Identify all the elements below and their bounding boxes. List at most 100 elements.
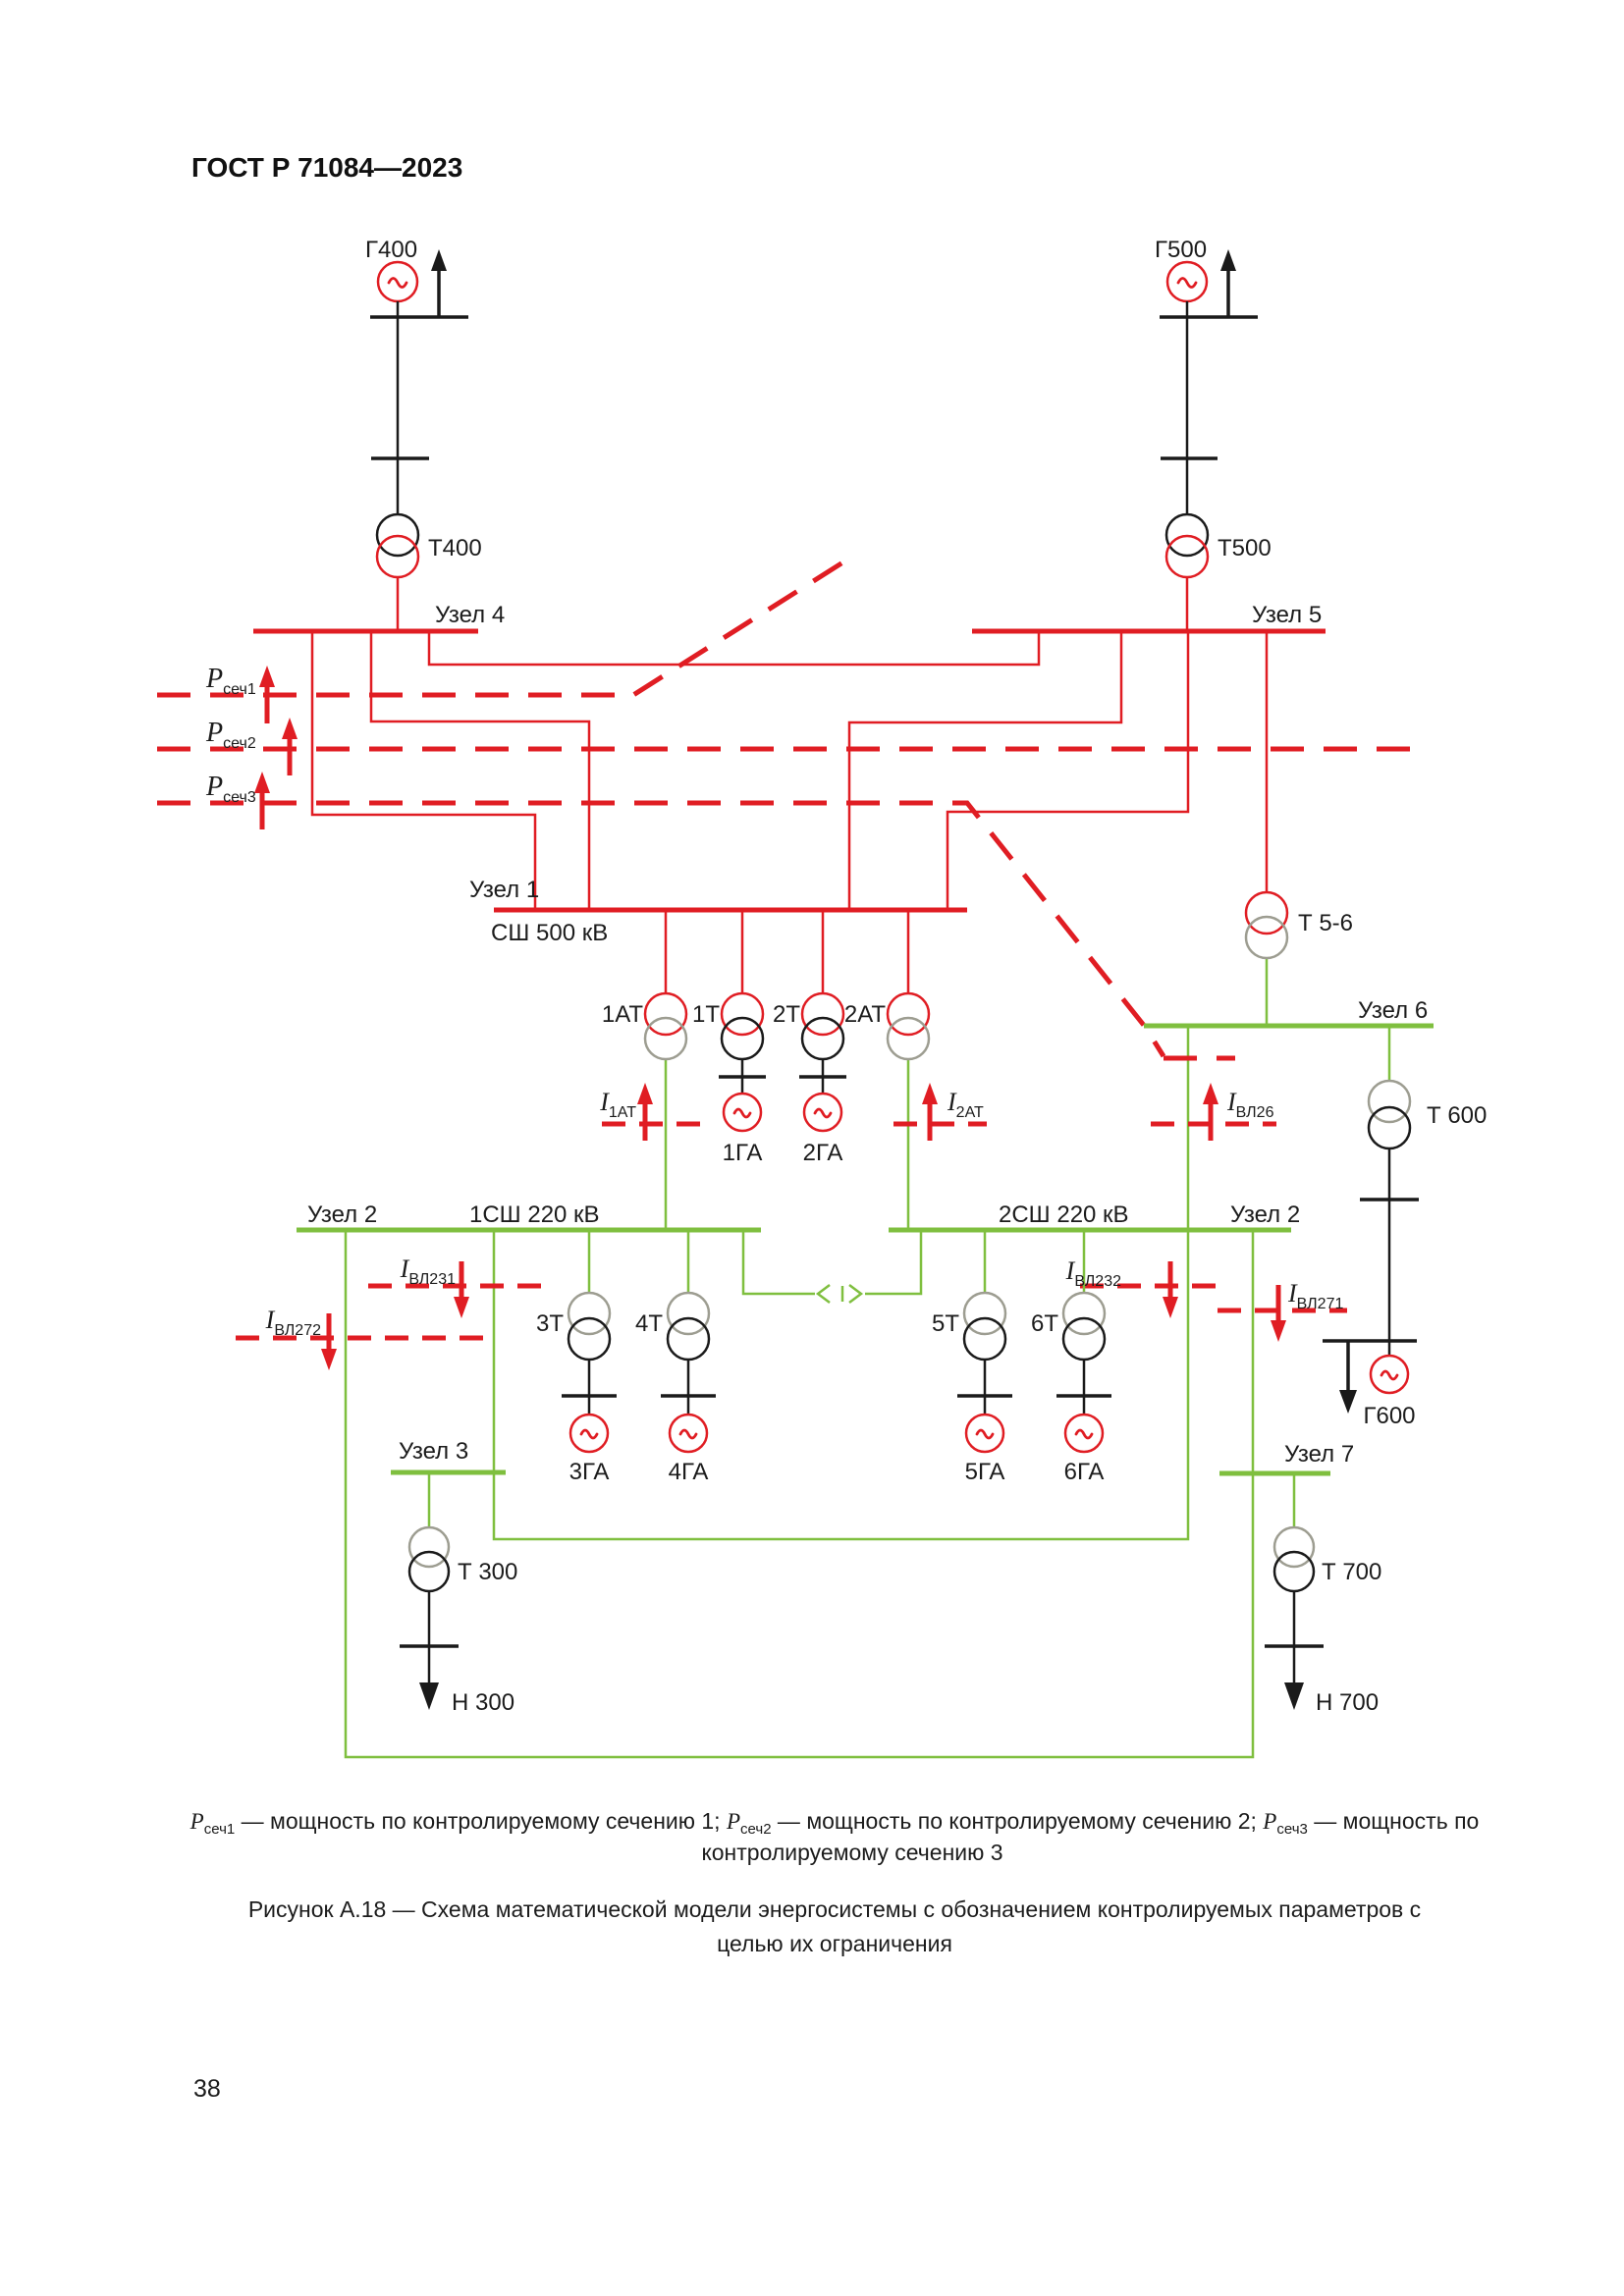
label-t400: Т400 bbox=[428, 535, 482, 561]
line-vl231-vl26 bbox=[492, 1026, 1190, 1541]
label-ivl272: IВЛ272 bbox=[265, 1306, 321, 1339]
label-4t: 4Т bbox=[635, 1310, 663, 1337]
label-4ga: 4ГА bbox=[669, 1459, 709, 1485]
line-uzel4-uzel1-b bbox=[310, 631, 537, 910]
label-2ga: 2ГА bbox=[803, 1140, 843, 1166]
label-1t: 1Т bbox=[692, 1001, 720, 1028]
label-uzel6: Узел 6 bbox=[1358, 997, 1428, 1024]
sine-icon bbox=[1074, 1428, 1094, 1440]
sine-icon bbox=[732, 1107, 752, 1119]
arrow-psech3 bbox=[254, 772, 270, 829]
tie-uzel4-uzel5 bbox=[427, 631, 1041, 667]
transformer-t56-icon bbox=[1244, 915, 1289, 960]
generator-1ga-icon bbox=[722, 1092, 763, 1133]
label-5ga: 5ГА bbox=[965, 1459, 1005, 1485]
figure-caption-line1: Рисунок А.18 — Схема математической моде… bbox=[248, 1896, 1421, 1922]
arrow-up-icon bbox=[259, 666, 275, 687]
load-arrow-down-icon bbox=[1339, 1390, 1357, 1414]
line-uzel5-uzel1-a bbox=[847, 631, 1123, 910]
arrow-up-icon bbox=[1203, 1083, 1218, 1104]
autotransformer-1at-icon bbox=[643, 1016, 688, 1061]
sine-icon bbox=[678, 1428, 698, 1440]
label-5t: 5Т bbox=[932, 1310, 959, 1337]
generator-4ga-icon bbox=[668, 1413, 709, 1454]
arrow-down-icon bbox=[321, 1349, 337, 1370]
label-n700: Н 700 bbox=[1316, 1689, 1379, 1716]
transformer-t56-icon bbox=[1244, 890, 1289, 935]
transformer-t300-icon bbox=[407, 1525, 451, 1569]
section-line-psech1 bbox=[157, 559, 846, 698]
arrow-ivl231 bbox=[454, 1261, 469, 1318]
page-number: 38 bbox=[193, 2075, 221, 2103]
transformer-5t-icon bbox=[962, 1291, 1007, 1336]
transformer-t400-icon bbox=[375, 512, 420, 558]
branch-t5: 5Т 5ГА bbox=[932, 1230, 1012, 1485]
buses bbox=[253, 628, 1434, 1476]
transformer-t700-icon bbox=[1272, 1525, 1316, 1569]
branch-at2: 2АТ bbox=[844, 910, 931, 1061]
label-uzel3: Узел 3 bbox=[399, 1438, 468, 1465]
label-t700: Т 700 bbox=[1322, 1559, 1381, 1585]
measurement-labels: Pсеч1 Pсеч2 Pсеч3 I1АТ I2АТ IВЛ26 IВЛ231… bbox=[205, 664, 1343, 1339]
red-500kv-network bbox=[310, 631, 1269, 910]
label-g500: Г500 bbox=[1155, 237, 1207, 263]
transformer-3t-icon bbox=[567, 1291, 612, 1336]
node-labels: Узел 4 Узел 5 Узел 1 СШ 500 кВ Узел 2 1С… bbox=[307, 602, 1428, 1468]
power-arrow-up-icon bbox=[1220, 249, 1236, 271]
transformer-t600-icon bbox=[1367, 1079, 1412, 1124]
branch-t300: Т 300 Н 300 bbox=[400, 1472, 517, 1716]
sine-icon bbox=[1176, 277, 1198, 289]
label-3t: 3Т bbox=[536, 1310, 564, 1337]
branch-t6: 6Т 6ГА bbox=[1031, 1230, 1111, 1485]
branch-t3: 3Т 3ГА bbox=[536, 1230, 617, 1485]
label-n300: Н 300 bbox=[452, 1689, 514, 1716]
label-1at: 1АТ bbox=[602, 1001, 643, 1028]
label-6ga: 6ГА bbox=[1064, 1459, 1105, 1485]
label-uzel2-right: Узел 2 bbox=[1230, 1201, 1300, 1228]
label-uzel2-left: Узел 2 bbox=[307, 1201, 377, 1228]
branch-at1: 1АТ bbox=[602, 910, 688, 1061]
label-g400: Г400 bbox=[365, 237, 417, 263]
autotransformer-2at-icon bbox=[886, 1016, 931, 1061]
legend-line2: контролируемому сечению 3 bbox=[701, 1840, 1002, 1865]
section-line-psech3 bbox=[157, 800, 1235, 1061]
label-ivl231: IВЛ231 bbox=[400, 1255, 456, 1288]
label-ivl232: IВЛ232 bbox=[1065, 1256, 1121, 1290]
label-t500: Т500 bbox=[1218, 535, 1272, 561]
label-t300: Т 300 bbox=[458, 1559, 517, 1585]
label-uzel1: Узел 1 bbox=[469, 877, 539, 903]
label-2t: 2Т bbox=[773, 1001, 800, 1028]
autotransformer-1at-icon bbox=[643, 991, 688, 1037]
label-uzel5: Узел 5 bbox=[1252, 602, 1322, 628]
bus-tie-220kv bbox=[741, 1230, 923, 1304]
label-i2at: I2АТ bbox=[947, 1088, 984, 1121]
transformer-1t-icon bbox=[720, 991, 765, 1037]
sine-icon bbox=[387, 277, 408, 289]
label-2sh220: 2СШ 220 кВ bbox=[999, 1201, 1129, 1228]
label-psech3: Pсеч3 bbox=[205, 772, 256, 806]
label-psech2: Pсеч2 bbox=[205, 718, 256, 752]
branch-t56: Т 5-6 bbox=[1244, 890, 1353, 960]
arrow-ivl26 bbox=[1203, 1083, 1218, 1141]
branch-t600-g600: Т 600 Г600 bbox=[1323, 1079, 1487, 1429]
label-i1at: I1АТ bbox=[599, 1088, 636, 1121]
figure-caption-line2: целью их ограничения bbox=[717, 1931, 952, 1956]
disconnector-left-icon bbox=[815, 1284, 831, 1304]
arrow-down-icon bbox=[1163, 1297, 1178, 1318]
transformer-2t-icon bbox=[800, 991, 845, 1037]
branch-g400: Г400 Т400 bbox=[365, 237, 482, 631]
branch-t2: 2Т 2ГА bbox=[773, 910, 846, 1166]
line-vl272-vl271 bbox=[344, 1230, 1255, 1759]
transformer-4t-icon bbox=[666, 1291, 711, 1336]
generator-2ga-icon bbox=[802, 1092, 843, 1133]
label-uzel4: Узел 4 bbox=[435, 602, 505, 628]
sine-icon bbox=[975, 1428, 995, 1440]
label-1ga: 1ГА bbox=[723, 1140, 763, 1166]
branch-t4: 4Т 4ГА bbox=[635, 1230, 716, 1485]
sine-icon bbox=[813, 1107, 833, 1119]
measurement-arrows bbox=[254, 666, 1286, 1370]
arrow-up-icon bbox=[637, 1083, 653, 1104]
generator-6ga-icon bbox=[1063, 1413, 1105, 1454]
